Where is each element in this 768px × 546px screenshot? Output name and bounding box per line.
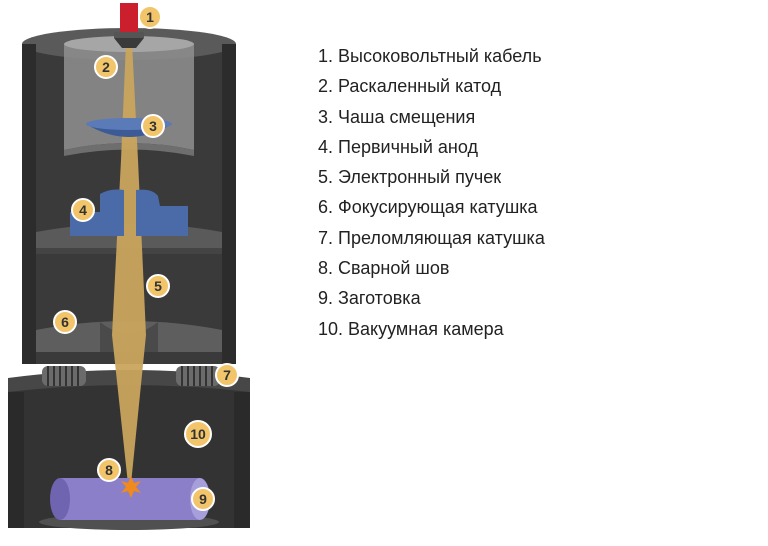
high-voltage-cable (120, 3, 138, 33)
svg-text:2: 2 (102, 59, 110, 75)
legend-item: 10. Вакуумная камера (318, 318, 504, 339)
callout-4: 4 (71, 198, 95, 222)
hot-cathode (114, 32, 144, 48)
svg-text:6: 6 (61, 314, 69, 330)
callout-6: 6 (53, 310, 77, 334)
callout-7: 7 (215, 363, 239, 387)
legend-item: 6. Фокусирующая катушка (318, 197, 538, 218)
svg-text:8: 8 (105, 462, 113, 478)
svg-text:7: 7 (223, 367, 231, 383)
electron-beam-gun-diagram: 1 2 3 4 5 6 7 8 9 10 (8, 3, 250, 530)
svg-text:9: 9 (199, 491, 207, 507)
callout-10: 10 (184, 420, 212, 448)
workpiece (50, 478, 210, 520)
legend-item: 8. Сварной шов (318, 258, 450, 279)
legend-list: 1. Высоковольтный кабель 2. Раскаленный … (318, 41, 545, 344)
callout-5: 5 (146, 274, 170, 298)
legend-item: 2. Раскаленный катод (318, 76, 502, 97)
legend-item: 5. Электронный пучек (318, 167, 502, 188)
coil-icon (176, 366, 220, 386)
svg-text:1: 1 (146, 9, 154, 25)
callout-1: 1 (138, 5, 162, 29)
legend-item: 7. Преломляющая катушка (318, 227, 545, 248)
legend-item: 1. Высоковольтный кабель (318, 46, 542, 66)
callout-3: 3 (141, 114, 165, 138)
svg-text:5: 5 (154, 278, 162, 294)
primary-anode (70, 189, 188, 236)
coil-icon (42, 366, 86, 386)
spark-icon (121, 476, 141, 498)
callout-8: 8 (97, 458, 121, 482)
legend-item: 4. Первичный анод (318, 136, 478, 157)
svg-text:3: 3 (149, 118, 157, 134)
callout-2: 2 (94, 55, 118, 79)
legend-item: 9. Заготовка (318, 288, 421, 309)
svg-text:10: 10 (190, 426, 206, 442)
svg-text:4: 4 (79, 202, 87, 218)
legend-item: 3. Чаша смещения (318, 106, 476, 127)
callout-9: 9 (191, 487, 215, 511)
